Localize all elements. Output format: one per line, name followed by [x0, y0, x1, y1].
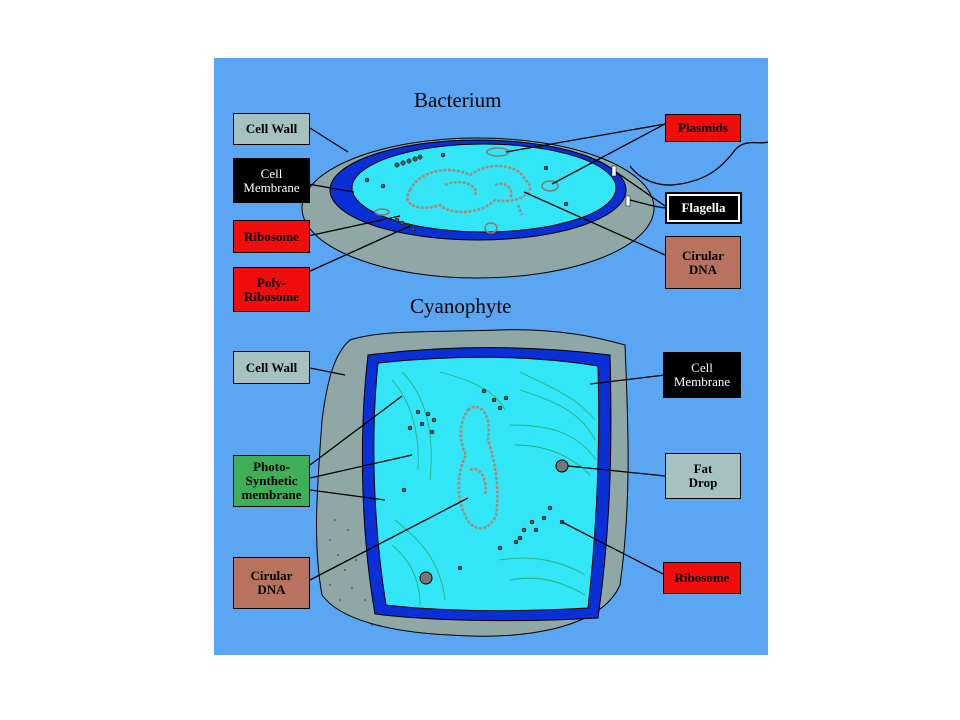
- cyanophyte-title: Cyanophyte: [410, 294, 512, 318]
- bacterium-title: Bacterium: [414, 88, 502, 112]
- bacterium-cytoplasm: [351, 143, 617, 233]
- cyanophyte-ribosome-label: Ribosome: [663, 562, 741, 594]
- bacterium-cell-membrane-label: Cell Membrane: [233, 158, 310, 203]
- flagella-label: Flagella: [665, 192, 742, 224]
- cyanophyte-circular-dna-label: Cirular DNA: [233, 557, 310, 609]
- bacterium-cell-wall-label: Cell Wall: [233, 113, 310, 145]
- bacterium-poly-ribosome-label: Poly- Ribosome: [233, 267, 310, 312]
- fat-drop-label: Fat Drop: [665, 453, 741, 499]
- bacterium-leader-lines: [307, 123, 666, 273]
- cyanophyte-cell-membrane-label: Cell Membrane: [663, 352, 741, 398]
- photo-synthetic-membrane-label: Photo- Synthetic membrane: [233, 455, 310, 507]
- bacterium-ribosomes: [364, 152, 569, 232]
- cyanophyte-cell-wall-label: Cell Wall: [233, 351, 310, 384]
- cell-wall-stipple: [329, 519, 373, 626]
- flagella-base: [611, 165, 617, 177]
- fat-drop: [555, 459, 569, 473]
- bacterium-circular-dna-label: Cirular DNA: [665, 236, 741, 289]
- bacterium-ribosome-label: Ribosome: [233, 220, 310, 253]
- cyanophyte-leader-lines: [309, 367, 666, 581]
- cyanophyte-circular-dna: [457, 405, 499, 530]
- circular-dna: [406, 164, 532, 216]
- flagella-base: [625, 195, 631, 207]
- flagella-strand: [629, 141, 769, 186]
- plasmid: [484, 222, 498, 234]
- bacterium-cell: [301, 137, 655, 279]
- plasmids-label: Plasmids: [665, 114, 741, 142]
- photosynthetic-membranes: [391, 371, 597, 606]
- plasmid: [541, 180, 559, 192]
- cyanophyte-ribosomes: [401, 388, 565, 571]
- fat-drop: [419, 571, 433, 585]
- cyanophyte-cell: [316, 329, 629, 637]
- plasmid: [374, 208, 390, 216]
